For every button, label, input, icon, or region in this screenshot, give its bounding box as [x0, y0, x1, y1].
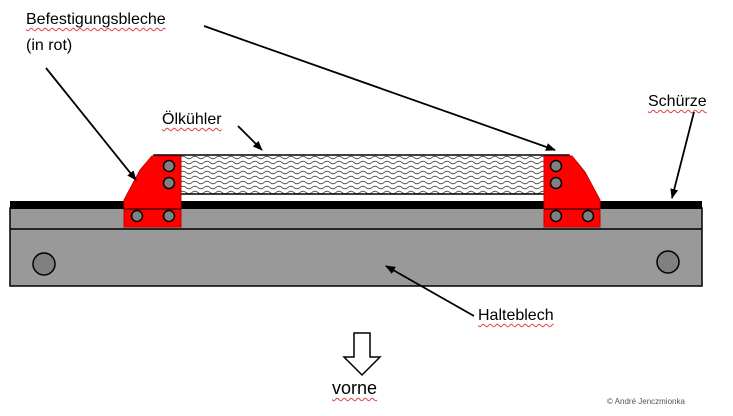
arrow-befestigung-left	[45, 67, 137, 181]
label-schuerze: Schürze	[648, 93, 707, 110]
oelkuehler-core	[153, 154, 570, 195]
halteblech-bolt-right	[656, 250, 680, 274]
arrow-schuerze	[670, 111, 695, 199]
bolt-right-middle	[549, 176, 563, 190]
schuerze-bar	[10, 201, 702, 209]
bolt-left-lower-a	[130, 209, 144, 223]
label-oelkuehler: Ölkühler	[162, 111, 222, 128]
label-halteblech: Halteblech	[478, 307, 554, 324]
label-befestigungsbleche: Befestigungsbleche	[26, 11, 166, 28]
bolt-right-upper	[549, 159, 563, 173]
bolt-left-lower-b	[162, 209, 176, 223]
forward-direction-arrow-icon	[342, 332, 382, 377]
bolt-left-upper	[162, 159, 176, 173]
bolt-left-middle	[162, 176, 176, 190]
arrow-halteblech	[385, 265, 475, 317]
copyright-notice: © André Jenczmionka	[607, 397, 685, 406]
bolt-right-lower-a	[549, 209, 563, 223]
halteblech-bolt-left	[32, 252, 56, 276]
arrow-oelkuehler	[237, 125, 263, 151]
label-in-rot: (in rot)	[26, 37, 73, 54]
arrow-befestigung-right	[203, 25, 556, 151]
label-vorne: vorne	[332, 378, 378, 398]
bolt-right-lower-b	[581, 209, 595, 223]
